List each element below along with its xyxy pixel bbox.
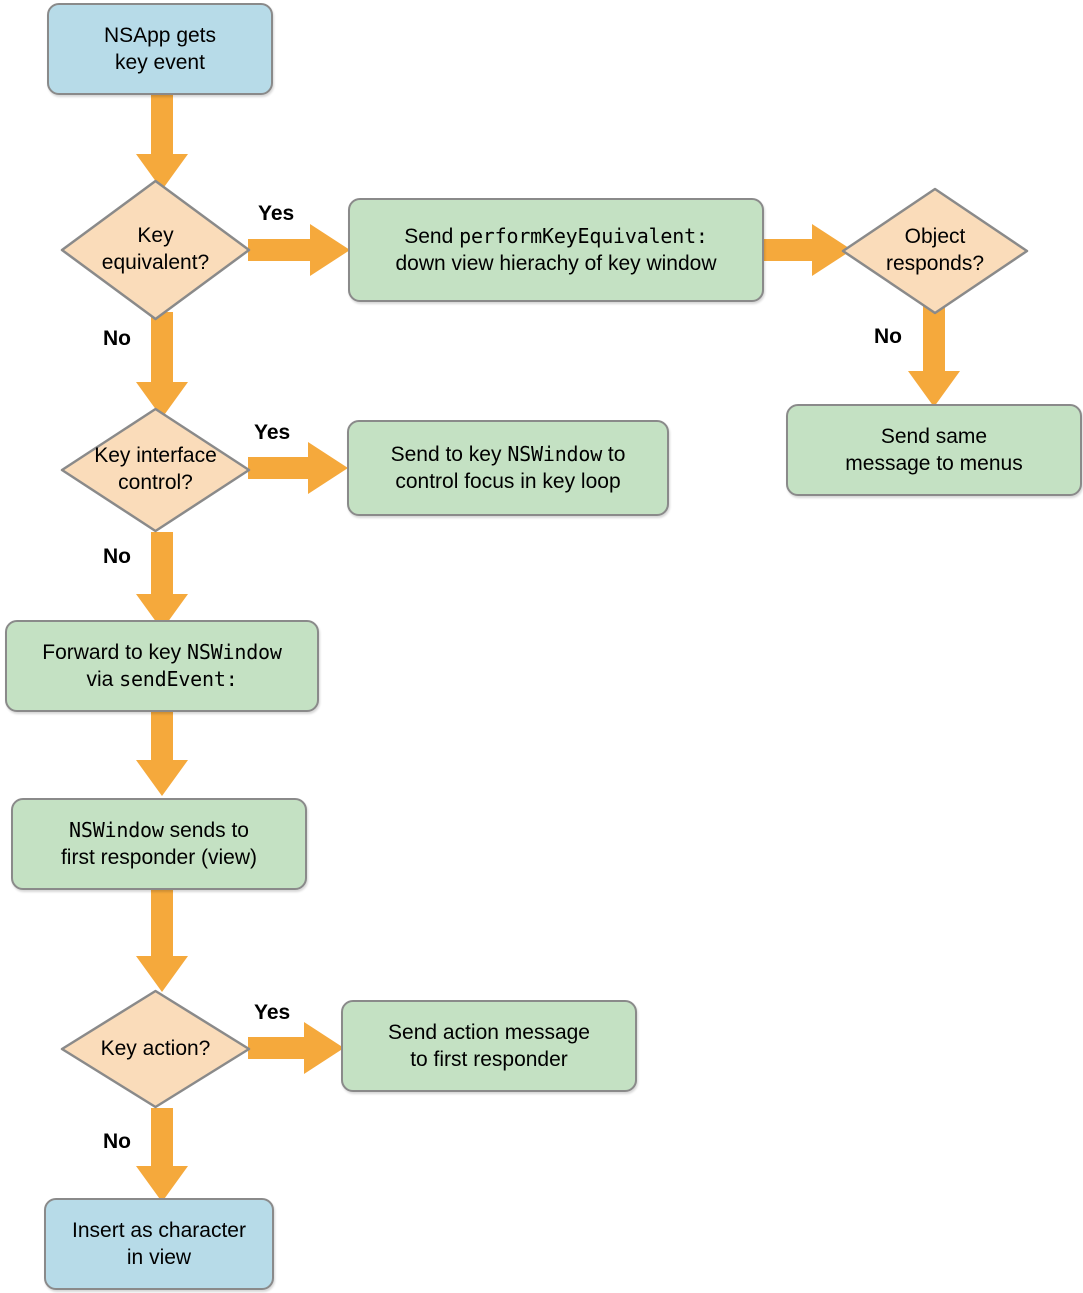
- arrow-key-equivalent-yes: [248, 224, 350, 276]
- node-object-responds-decision[interactable]: Object responds?: [840, 186, 1030, 316]
- node-label: Send to key NSWindow to control focus in…: [359, 441, 657, 496]
- diamond-shape: [59, 406, 252, 534]
- edge-label-key-interface-yes: Yes: [254, 421, 291, 444]
- edge-label-key-action-no: No: [103, 1130, 131, 1153]
- node-line-1-suffix: sends to: [163, 818, 249, 842]
- node-line-2: control focus in key loop: [395, 470, 621, 493]
- node-label: Forward to key NSWindow via sendEvent:: [17, 639, 307, 694]
- arrow-window-sends-to-key-action: [136, 878, 188, 992]
- edge-label-key-interface-no: No: [103, 545, 131, 568]
- node-line-1-code: NSWindow: [507, 441, 603, 466]
- node-label: Send action message to first responder: [353, 1019, 625, 1074]
- arrow-key-equivalent-no: [136, 312, 188, 418]
- node-line-1-suffix: to: [602, 442, 626, 466]
- node-send-perform-key-equivalent[interactable]: Send performKeyEquivalent: down view hie…: [348, 198, 764, 302]
- diamond-shape: [840, 186, 1030, 316]
- node-line-2: in view: [126, 1246, 192, 1269]
- node-line-2: to first responder: [410, 1048, 568, 1071]
- node-label: Send same message to menus: [798, 423, 1070, 478]
- node-line-2: key event: [115, 51, 205, 74]
- diamond-shape: [59, 988, 252, 1110]
- arrow-key-action-yes: [248, 1022, 344, 1074]
- node-line-1-prefix: Send: [404, 224, 460, 248]
- node-label: Send performKeyEquivalent: down view hie…: [360, 223, 752, 278]
- node-line-2-code: sendEvent:: [119, 667, 238, 691]
- arrow-key-action-no: [136, 1108, 188, 1202]
- node-line-1-prefix: Send to key: [390, 442, 508, 466]
- edge-label-key-equivalent-no: No: [103, 327, 131, 350]
- diamond-shape: [59, 178, 252, 322]
- node-line-1: Send action message: [388, 1020, 590, 1044]
- arrow-perform-to-object-responds: [762, 224, 852, 276]
- node-key-equivalent-decision[interactable]: Key equivalent?: [59, 178, 252, 322]
- node-line-1: Insert as character: [72, 1218, 246, 1242]
- node-label: NSApp gets key event: [59, 22, 261, 77]
- edge-label-key-action-yes: Yes: [254, 1001, 291, 1024]
- node-key-interface-control-decision[interactable]: Key interface control?: [59, 406, 252, 534]
- node-line-2: down view hierachy of key window: [395, 252, 717, 275]
- node-nsapp-gets-key-event[interactable]: NSApp gets key event: [47, 3, 273, 95]
- arrow-key-interface-no: [136, 532, 188, 630]
- arrow-forward-to-window-sends: [136, 700, 188, 796]
- node-send-action-message[interactable]: Send action message to first responder: [341, 1000, 637, 1092]
- edge-label-key-equivalent-yes: Yes: [258, 202, 295, 225]
- node-line-1-prefix: Forward to key: [42, 640, 187, 664]
- node-line-2: first responder (view): [60, 846, 258, 869]
- node-line-1-code: NSWindow: [186, 639, 282, 664]
- arrow-key-interface-yes: [248, 442, 348, 494]
- node-window-sends-to-first-responder[interactable]: NSWindow sends to first responder (view): [11, 798, 307, 890]
- node-line-1-code: NSWindow: [69, 817, 164, 842]
- node-line-2: message to menus: [845, 452, 1023, 475]
- node-insert-as-character-in-view[interactable]: Insert as character in view: [44, 1198, 274, 1290]
- arrow-start-to-key-equivalent: [136, 92, 188, 190]
- node-key-action-decision[interactable]: Key action?: [59, 988, 252, 1110]
- edge-label-object-responds-no: No: [874, 325, 902, 348]
- node-forward-to-key-window[interactable]: Forward to key NSWindow via sendEvent:: [5, 620, 319, 712]
- node-label: NSWindow sends to first responder (view): [23, 817, 295, 872]
- node-label: Insert as character in view: [56, 1217, 262, 1272]
- node-line-1-code: performKeyEquivalent:: [459, 223, 708, 248]
- node-send-same-message-to-menus[interactable]: Send same message to menus: [786, 404, 1082, 496]
- arrow-object-responds-no: [908, 305, 960, 407]
- node-line-1: NSApp gets: [103, 23, 217, 47]
- node-line-1: Send same: [880, 424, 988, 448]
- node-line-2-prefix: via: [86, 668, 120, 691]
- node-send-to-key-window[interactable]: Send to key NSWindow to control focus in…: [347, 420, 669, 516]
